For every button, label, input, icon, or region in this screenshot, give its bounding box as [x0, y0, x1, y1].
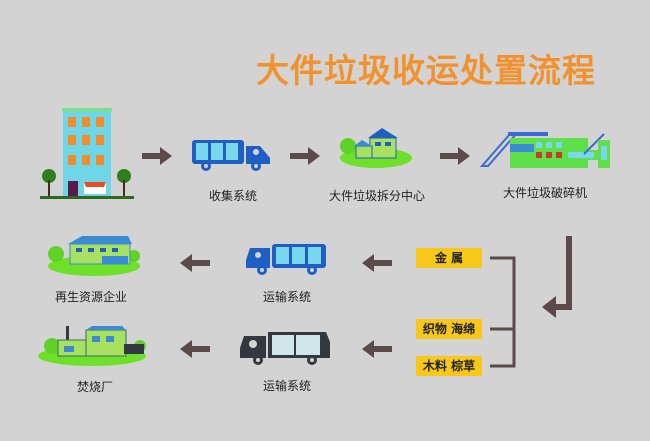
factory-icon: [46, 234, 142, 276]
arrow-left-icon: [180, 340, 210, 358]
truck-icon: [192, 138, 274, 172]
truck-icon: [240, 330, 332, 366]
machine-icon: [480, 124, 612, 170]
arrow-right-icon: [142, 147, 172, 165]
step-label: 大件垃圾拆分中心: [328, 189, 425, 203]
step-label: 焚烧厂: [76, 380, 113, 394]
truck-icon: [246, 242, 328, 276]
arrow-right-icon: [290, 147, 320, 165]
step-label: 运输系统: [262, 290, 311, 304]
house-icon: [338, 124, 414, 170]
building-icon: [38, 105, 136, 200]
material-tag-wood: 木料 棕草: [416, 356, 482, 376]
step-label: 大件垃圾破碎机: [502, 186, 587, 200]
arrow-left-icon: [362, 340, 392, 358]
material-tag-metal: 金 属: [416, 248, 482, 268]
step-label: 运输系统: [262, 379, 311, 393]
arrow-down-left-icon: [540, 236, 574, 328]
arrow-right-icon: [440, 147, 470, 165]
bracket-connector: [488, 256, 518, 370]
arrow-left-icon: [362, 254, 392, 272]
incinerator-icon: [36, 326, 148, 366]
step-label: 收集系统: [208, 189, 257, 203]
arrow-left-icon: [180, 254, 210, 272]
step-label: 再生资源企业: [54, 290, 127, 304]
material-tag-fabric: 织物 海绵: [416, 319, 482, 339]
page-title: 大件垃圾收运处置流程: [256, 51, 596, 90]
